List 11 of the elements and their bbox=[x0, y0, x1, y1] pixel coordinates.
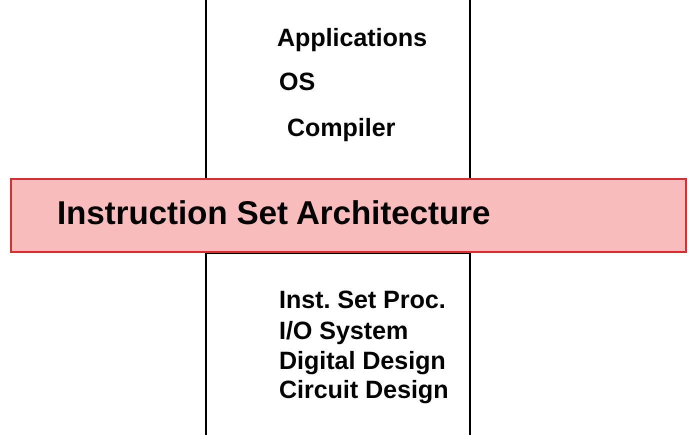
layer-label: Circuit Design bbox=[279, 378, 448, 403]
layer-label: Compiler bbox=[287, 116, 396, 141]
layer-label: Digital Design bbox=[279, 349, 446, 374]
architecture-band bbox=[10, 178, 687, 253]
band-title: Instruction Set Architecture bbox=[57, 196, 490, 229]
layer-label: Inst. Set Proc. bbox=[279, 288, 446, 313]
layer-label: OS bbox=[279, 70, 316, 95]
software-layer-box bbox=[205, 0, 471, 180]
hardware-layer-box bbox=[205, 252, 471, 435]
layer-label: I/O System bbox=[279, 319, 408, 344]
layer-label: Applications bbox=[277, 26, 428, 51]
